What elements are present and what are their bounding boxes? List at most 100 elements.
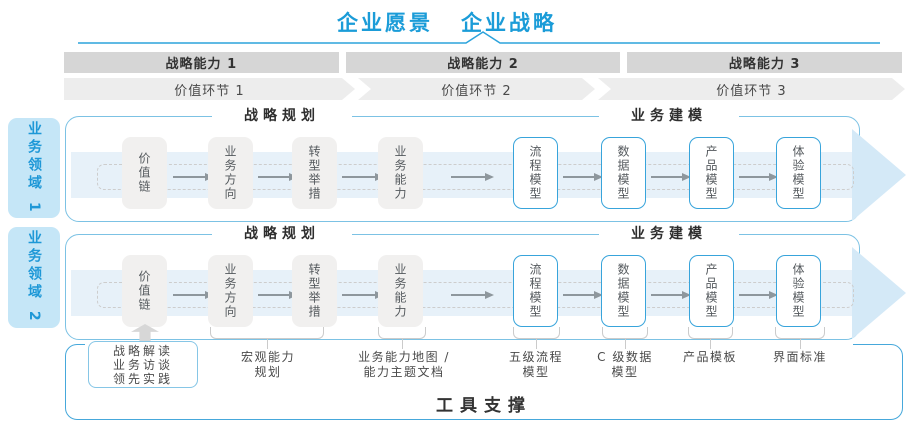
bracket-icon	[688, 327, 733, 339]
bracket-tick	[402, 339, 403, 349]
annotation-capability-map: 业务能力地图 / 能力主题文档	[324, 350, 484, 380]
box-label: 流程模型	[528, 145, 542, 201]
box-label: 转型举措	[307, 263, 321, 319]
arrow-right-icon	[173, 291, 214, 298]
arrow-right-icon	[451, 291, 494, 298]
box-label: 业务能力	[393, 263, 407, 319]
box-business-direction: 业务方向	[208, 255, 253, 327]
bracket-icon	[210, 327, 324, 339]
box-transformation-initiatives: 转型举措	[292, 255, 337, 327]
business-domain-1-lane: 价值链 业务方向 转型举措 业务能力 流程模型 数据模型 产品模型 体验模型 战…	[65, 107, 906, 222]
box-transformation-initiatives: 转型举措	[292, 137, 337, 209]
annotation-data-model: C 级数据 模型	[565, 350, 685, 380]
annotation-macro-capability: 宏观能力 规划	[198, 350, 338, 380]
annotation-line: 模型	[522, 365, 550, 379]
value-link-2: 价值环节 2	[358, 78, 595, 100]
page-title: 企业愿景 企业战略	[0, 7, 894, 37]
arrow-right-icon	[651, 291, 691, 298]
dashed-placeholder-lane	[97, 164, 854, 190]
box-product-model: 产品模型	[689, 255, 734, 327]
box-label: 产品模型	[704, 145, 718, 201]
value-link-3: 价值环节 3	[598, 78, 905, 100]
capability-bar-2: 战略能力 2	[345, 52, 621, 73]
annotation-line: 模型	[611, 365, 639, 379]
bracket-icon	[513, 327, 560, 339]
arrow-right-icon	[651, 173, 691, 180]
bracket-tick	[710, 339, 711, 349]
border-mask	[85, 342, 853, 347]
arrow-right-icon	[563, 173, 603, 180]
tool-support-label: 工具支撑	[436, 396, 532, 416]
arrow-right-icon	[739, 291, 778, 298]
arrow-right-icon	[342, 173, 384, 180]
annotation-process-model: 五级流程 模型	[476, 350, 596, 380]
section-header-strategic-planning: 战略规划	[212, 225, 352, 244]
annotation-line: 宏观能力	[240, 350, 295, 364]
box-label: 产品模型	[704, 263, 718, 319]
annotation-line: 能力主题文档	[363, 365, 445, 379]
box-business-direction: 业务方向	[208, 137, 253, 209]
flow-arrowhead-icon	[852, 129, 906, 221]
box-value-chain: 价值链	[122, 255, 167, 327]
box-label: 业务方向	[223, 263, 237, 319]
domain-chip-1: 业务领域 1	[8, 118, 60, 218]
box-label: 转型举措	[307, 145, 321, 201]
arrow-right-icon	[342, 291, 384, 298]
annotation-product-template: 产品模板	[650, 350, 770, 365]
box-label: 业务方向	[223, 145, 237, 201]
bracket-icon	[378, 327, 426, 339]
arrow-right-icon	[563, 291, 603, 298]
bracket-tick	[800, 339, 801, 349]
enterprise-vision-label: 企业愿景	[337, 11, 433, 35]
arrow-right-icon	[173, 173, 214, 180]
box-label: 价值链	[137, 152, 151, 194]
domain-1-label: 业务领域 1	[26, 120, 42, 216]
section-header-strategic-planning: 战略规划	[212, 107, 352, 126]
annotation-line: C 级数据	[597, 350, 653, 364]
box-label: 体验模型	[791, 263, 805, 319]
arrow-right-icon	[451, 173, 494, 180]
box-business-capability: 业务能力	[378, 137, 423, 209]
vision-strategy-connector-line	[78, 31, 880, 44]
bracket-tick	[625, 339, 626, 349]
arrow-right-icon	[258, 291, 298, 298]
bracket-tick	[536, 339, 537, 349]
box-data-model: 数据模型	[601, 137, 646, 209]
box-experience-model: 体验模型	[776, 255, 821, 327]
value-link-1: 价值环节 1	[64, 78, 355, 100]
dashed-placeholder-lane	[97, 282, 854, 308]
box-label: 数据模型	[616, 263, 630, 319]
business-domain-2-lane: 价值链 业务方向 转型举措 业务能力 流程模型 数据模型 产品模型 体验模型 战…	[65, 225, 906, 340]
value-link-chevrons: 价值环节 1 价值环节 2 价值环节 3	[64, 78, 905, 100]
section-header-business-modeling: 业务建模	[599, 107, 739, 126]
annotation-interface-standard: 界面标准	[740, 350, 860, 365]
box-experience-model: 体验模型	[776, 137, 821, 209]
bracket-tick	[267, 339, 268, 349]
capability-bar-3: 战略能力 3	[627, 52, 903, 73]
section-header-business-modeling: 业务建模	[599, 225, 739, 244]
capability-bar-1: 战略能力 1	[64, 52, 339, 73]
box-product-model: 产品模型	[689, 137, 734, 209]
bracket-icon	[602, 327, 648, 339]
annotation-practice-box: 战略解读 业务访谈 领先实践	[88, 341, 198, 388]
annotation-line: 战略解读	[112, 343, 173, 358]
box-label: 体验模型	[791, 145, 805, 201]
box-label: 业务能力	[393, 145, 407, 201]
enterprise-strategy-label: 企业战略	[461, 11, 557, 35]
annotation-line: 业务访谈	[112, 357, 173, 372]
annotation-line: 产品模板	[682, 350, 737, 364]
domain-chip-2: 业务领域 2	[8, 227, 60, 328]
box-process-model: 流程模型	[513, 137, 558, 209]
box-data-model: 数据模型	[601, 255, 646, 327]
strategic-capability-bars: 战略能力 1 战略能力 2 战略能力 3	[64, 52, 903, 73]
flow-arrowhead-icon	[852, 247, 906, 339]
bracket-icon	[775, 327, 825, 339]
arrow-right-icon	[258, 173, 298, 180]
domain-2-label: 业务领域 2	[26, 230, 42, 325]
annotation-line: 规划	[254, 365, 282, 379]
annotation-line: 业务能力地图 /	[358, 350, 450, 364]
box-label: 流程模型	[528, 263, 542, 319]
box-business-capability: 业务能力	[378, 255, 423, 327]
box-label: 数据模型	[616, 145, 630, 201]
arrow-right-icon	[739, 173, 778, 180]
